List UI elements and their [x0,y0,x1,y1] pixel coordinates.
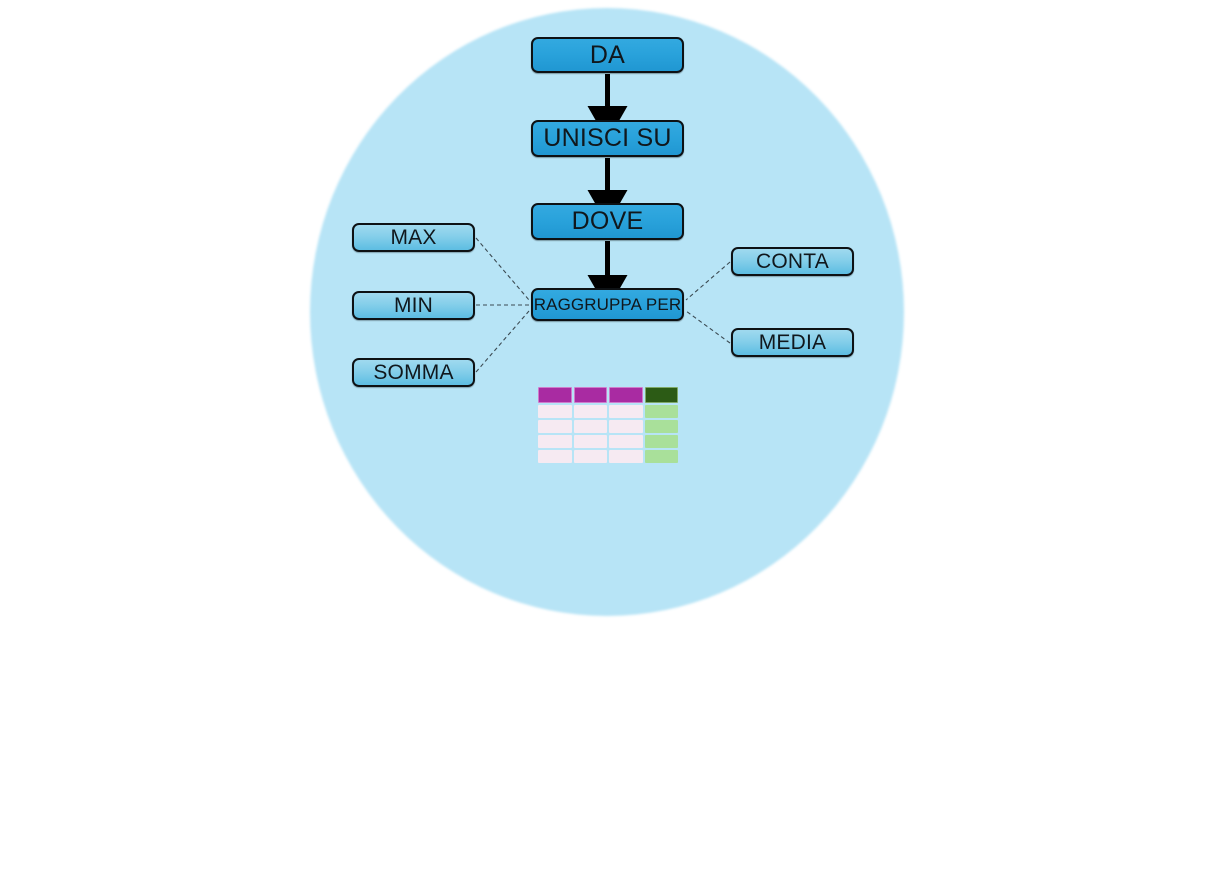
table-body-cell [609,420,643,433]
table-body-cell [644,450,678,463]
node-da-label: DA [589,40,626,69]
table-body-cell [538,435,572,448]
table-body-cell [538,405,572,418]
connector-media-to-raggruppa [685,310,731,344]
node-conta-label: CONTA [756,249,829,273]
node-raggruppa-per[interactable]: RAGGRUPPA PER [531,288,684,321]
table-header-cell [573,387,607,403]
node-media[interactable]: MEDIA [731,328,854,357]
node-max-label: MAX [390,225,437,249]
table-body-cell [538,450,572,463]
table-body-cell [609,435,643,448]
table-body-cell [609,405,643,418]
table-grid-icon [538,387,678,463]
node-min-label: MIN [393,293,434,317]
table-body-cell [573,420,607,433]
table-body-cell [644,420,678,433]
table-body-cell [573,435,607,448]
table-body-cell [644,435,678,448]
connector-conta-to-raggruppa [685,261,731,301]
table-header-cell [609,387,643,403]
node-min[interactable]: MIN [352,291,475,320]
connector-max-to-raggruppa [475,237,530,301]
node-unisci-su-label: UNISCI SU [543,124,672,152]
table-body-cell [609,450,643,463]
node-dove-label: DOVE [571,207,644,235]
node-media-label: MEDIA [758,330,827,354]
node-unisci-su[interactable]: UNISCI SU [531,120,684,157]
node-da[interactable]: DA [531,37,684,73]
table-body-cell [644,405,678,418]
node-somma-label: SOMMA [373,360,454,384]
table-body-cell [573,450,607,463]
connector-somma-to-raggruppa [475,310,530,373]
node-conta[interactable]: CONTA [731,247,854,276]
table-header-cell [644,387,678,403]
node-max[interactable]: MAX [352,223,475,252]
node-somma[interactable]: SOMMA [352,358,475,387]
node-dove[interactable]: DOVE [531,203,684,240]
table-body-cell [538,420,572,433]
node-raggruppa-per-label: RAGGRUPPA PER [533,294,682,314]
table-body-cell [573,405,607,418]
table-header-cell [538,387,572,403]
